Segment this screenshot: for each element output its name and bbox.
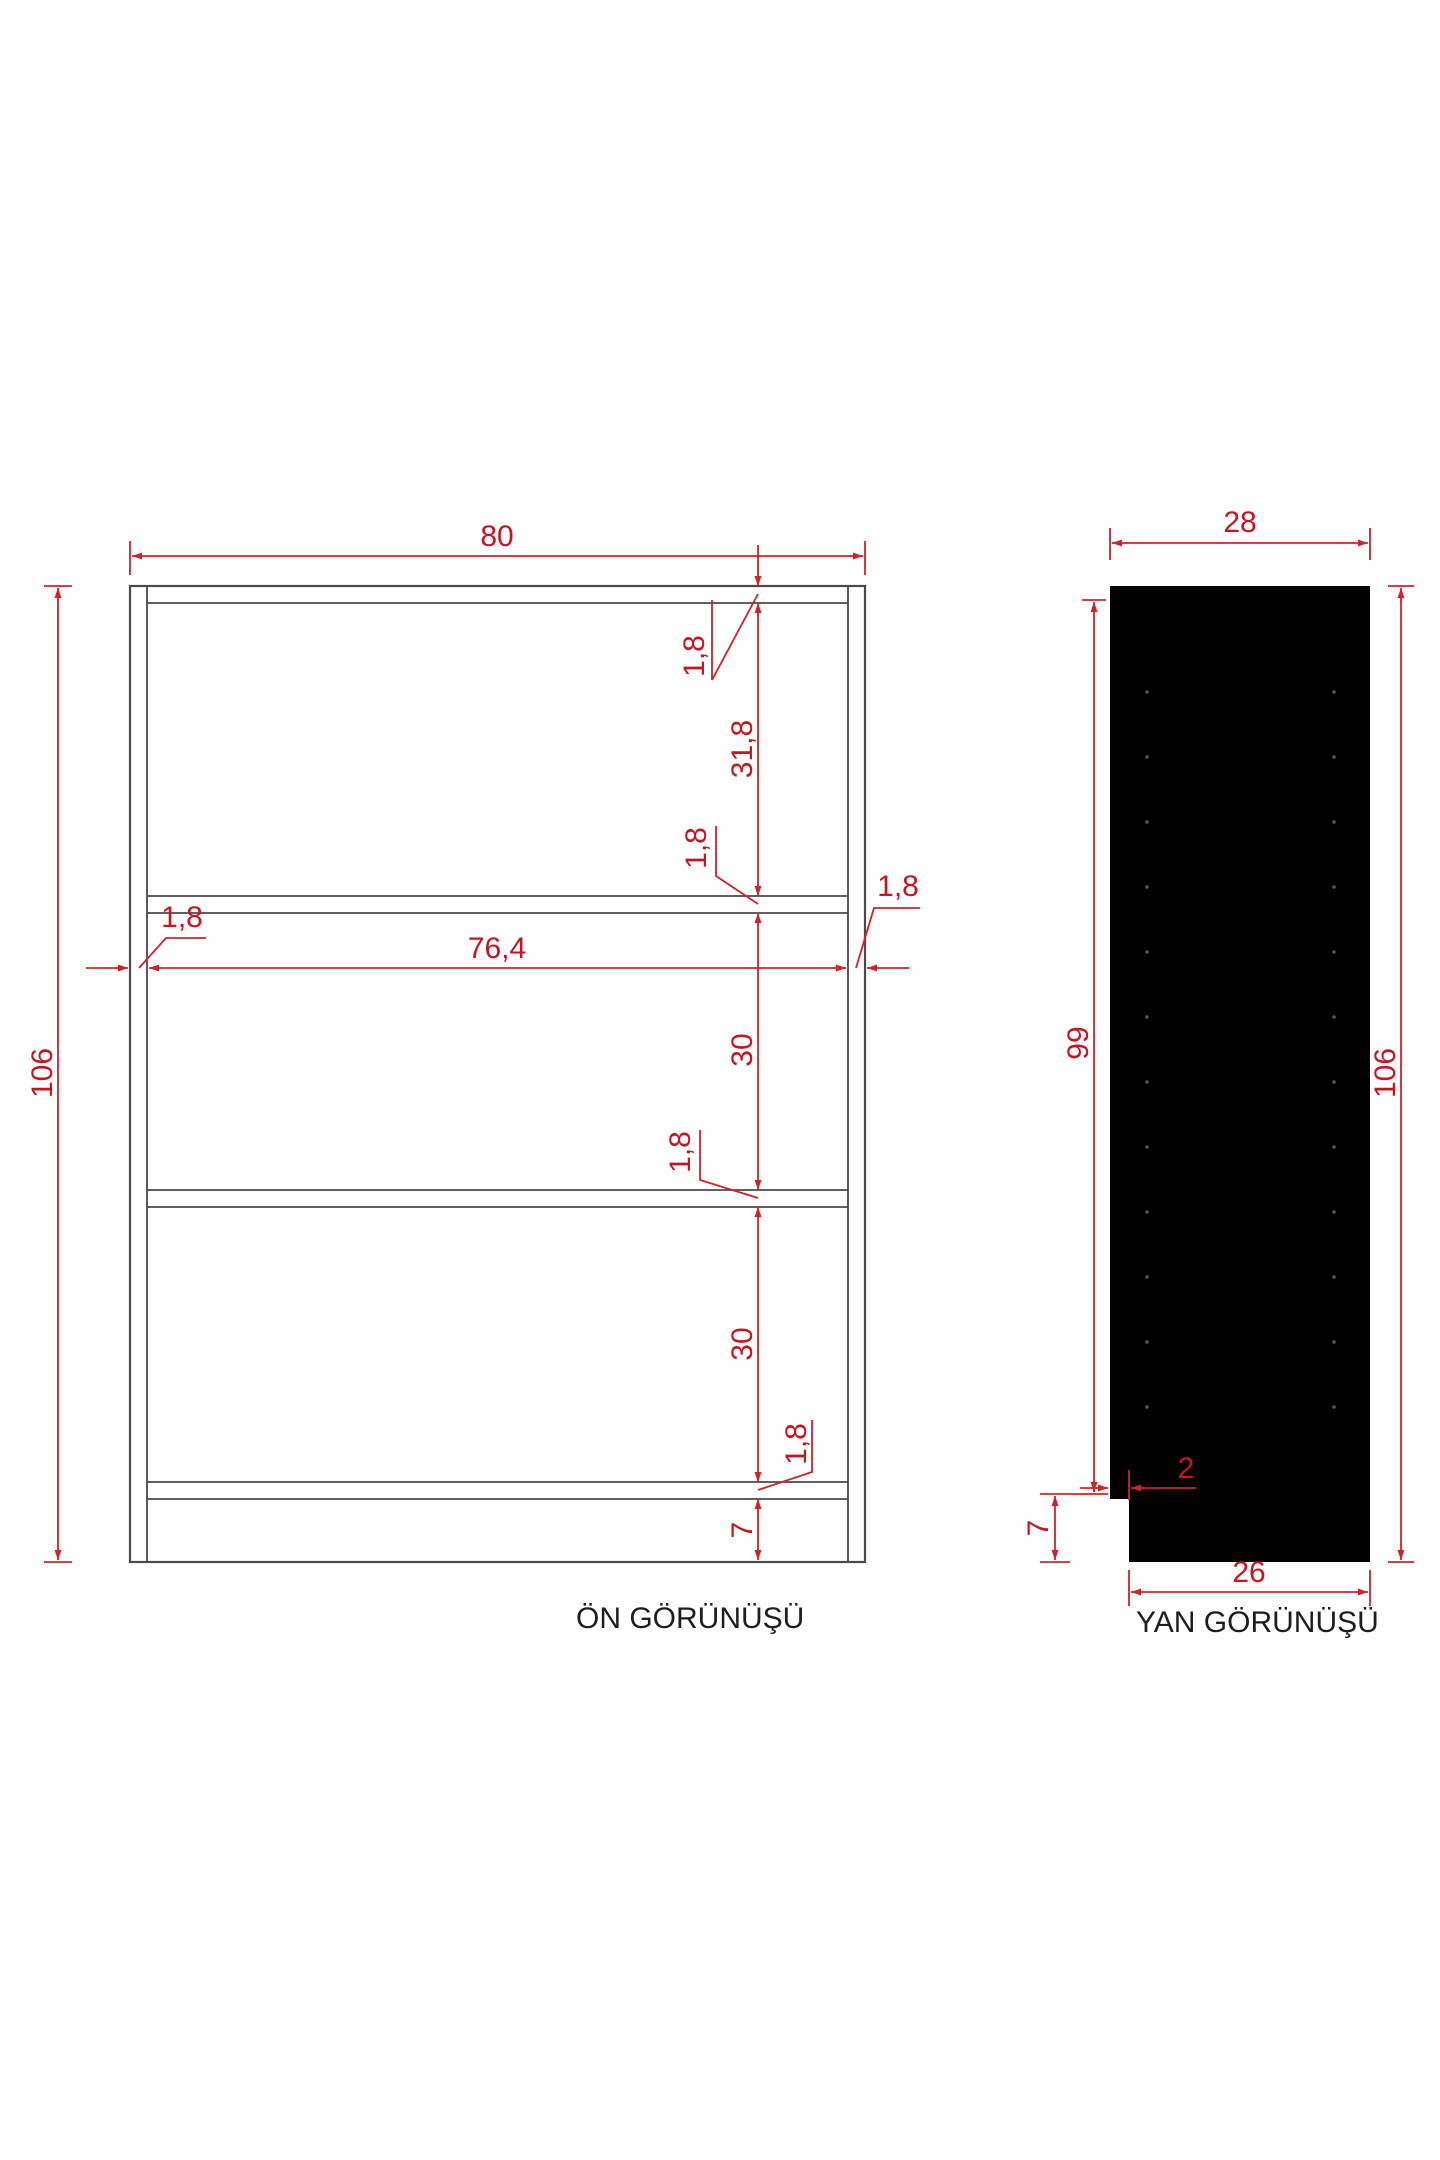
dim-top-board-label: 1,8	[678, 635, 711, 677]
shelf-pin-hole	[1332, 950, 1336, 954]
dim-plinth-height-label: 7	[1022, 1520, 1055, 1537]
dim-shelf1-board-label: 1,8	[680, 827, 713, 869]
side-view-title: YAN GÖRÜNÜŞÜ	[1136, 1606, 1379, 1639]
dim-shelf2-board-label: 1,8	[664, 1131, 697, 1173]
shelf-pin-hole	[1145, 690, 1149, 694]
front-view-cabinet	[128, 584, 867, 1564]
shelf-pin-hole	[1145, 820, 1149, 824]
shelf-pin-hole	[1145, 1405, 1149, 1409]
shelf-pin-hole	[1332, 1015, 1336, 1019]
dim-mid-gap-label: 30	[726, 1033, 759, 1066]
shelf-pin-hole	[1145, 1145, 1149, 1149]
shelf-pin-hole	[1332, 885, 1336, 889]
leader-left-side	[138, 937, 206, 969]
dim-bottom-board-label: 1,8	[780, 1423, 813, 1465]
shelf-pin-hole	[1332, 1210, 1336, 1214]
shelf-pin-hole	[1145, 950, 1149, 954]
dim-width-label: 80	[480, 520, 513, 553]
shelf-pin-hole	[1332, 1145, 1336, 1149]
shelf-pin-hole	[1145, 755, 1149, 759]
shelf-pin-hole	[1332, 820, 1336, 824]
dim-inner-height-label: 99	[1062, 1026, 1095, 1059]
dim-side-height-label: 106	[1369, 1048, 1402, 1098]
side-profile-outline	[1110, 586, 1370, 1562]
front-outer-frame	[128, 584, 867, 1564]
leader-top-board	[711, 593, 759, 681]
shelf-pin-hole	[1145, 1210, 1149, 1214]
side-view-cabinet	[1110, 586, 1370, 1562]
dim-top-gap-label: 31,8	[726, 720, 759, 778]
shelf-pin-hole	[1145, 1015, 1149, 1019]
dim-plinth-label: 7	[726, 1522, 759, 1539]
dim-bottom-depth-label: 26	[1232, 1556, 1265, 1589]
shelf-pin-hole	[1332, 690, 1336, 694]
dim-height-label: 106	[26, 1048, 59, 1098]
shelf-pin-hole	[1145, 885, 1149, 889]
dim-lower-gap-label: 30	[726, 1327, 759, 1360]
shelf-pin-hole	[1145, 1275, 1149, 1279]
shelf-pin-hole	[1332, 1340, 1336, 1344]
front-view-dimensions: 80 106 31,8 30 30 7 1,8 1,8 1,8 1,8 76,4…	[26, 520, 920, 1563]
dim-recess-label: 2	[1178, 1452, 1195, 1485]
shelf-pin-hole	[1145, 1080, 1149, 1084]
dim-depth-label: 28	[1223, 506, 1256, 539]
dim-inner-width-label: 76,4	[468, 932, 526, 965]
leader-shelf-1	[715, 826, 759, 905]
dim-right-side-label: 1,8	[877, 870, 919, 903]
shelf-pin-holes	[1145, 690, 1336, 1409]
leader-right-side	[855, 907, 920, 969]
shelf-pin-hole	[1332, 1080, 1336, 1084]
front-view-title: ÖN GÖRÜNÜŞÜ	[576, 1602, 804, 1635]
leader-shelf-2	[699, 1130, 759, 1199]
leader-bottom-board	[757, 1420, 813, 1491]
shelf-pin-hole	[1332, 1405, 1336, 1409]
side-view-dimensions: 28 106 99 7 2 26	[1022, 506, 1414, 1606]
shelf-pin-hole	[1332, 1275, 1336, 1279]
shelf-pin-hole	[1332, 755, 1336, 759]
shelf-pin-hole	[1145, 1340, 1149, 1344]
dim-left-side-label: 1,8	[161, 901, 203, 934]
